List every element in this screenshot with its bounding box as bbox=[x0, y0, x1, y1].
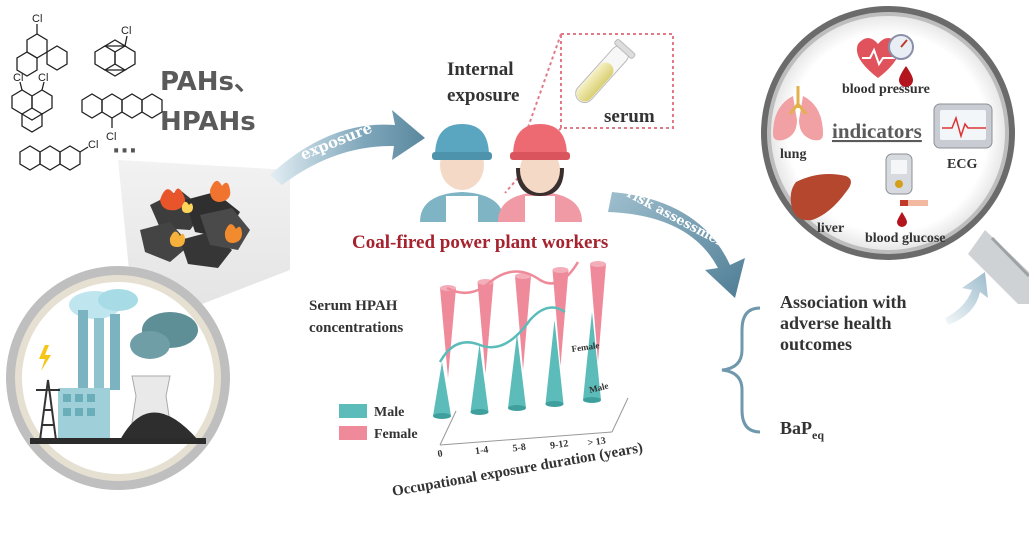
female-cone bbox=[590, 264, 606, 362]
chart-depth-axis bbox=[611, 397, 629, 433]
male-cone-base bbox=[508, 405, 526, 411]
chart-title-line2: concentrations bbox=[309, 320, 403, 336]
chloroanthracene-structure bbox=[19, 145, 89, 171]
female-cone bbox=[440, 288, 456, 378]
x-tick-label: 9-12 bbox=[549, 438, 569, 451]
chlorine-label: Cl bbox=[13, 72, 23, 84]
x-tick-label: > 13 bbox=[587, 436, 607, 449]
chlorine-label: Cl bbox=[88, 139, 98, 151]
x-tick-label: 0 bbox=[437, 448, 443, 460]
female-worker-icon bbox=[498, 124, 582, 222]
association-line1: Association with bbox=[780, 292, 907, 312]
risk-assessment-arrow: risk assessment bbox=[608, 186, 745, 298]
liver-icon bbox=[790, 174, 851, 221]
chart-left-axis bbox=[439, 410, 457, 446]
lung-label: lung bbox=[780, 147, 806, 162]
chlorine-label: Cl bbox=[32, 13, 42, 25]
male-cone-base bbox=[433, 413, 451, 419]
chart-x-axis bbox=[439, 431, 613, 446]
female-cone bbox=[515, 276, 531, 370]
association-line2: adverse health bbox=[780, 313, 892, 333]
depth-label-female: Female bbox=[571, 340, 600, 354]
male-cone-base bbox=[470, 409, 489, 415]
ecg-label: ECG bbox=[947, 157, 977, 172]
legend-swatch-female bbox=[339, 426, 367, 440]
female-trend-line bbox=[446, 261, 580, 295]
outcomes-brace bbox=[721, 306, 761, 434]
blood-drop-icon bbox=[899, 66, 913, 87]
male-cone bbox=[545, 320, 564, 404]
chlorine-label: Cl bbox=[106, 131, 116, 143]
depth-label-male: Male bbox=[588, 381, 609, 395]
chlorine-label: Cl bbox=[121, 25, 131, 37]
liver-label: liver bbox=[817, 221, 844, 236]
chart-title-line1: Serum HPAH bbox=[309, 298, 398, 314]
indicators-title: indicators bbox=[832, 119, 922, 143]
internal-exposure-line1: Internal bbox=[447, 59, 514, 80]
chart-legend: Male Female bbox=[339, 404, 418, 442]
exposure-arrow: exposure bbox=[270, 110, 425, 185]
lungs-icon bbox=[773, 86, 823, 141]
chlorine-label: Cl bbox=[38, 72, 48, 84]
female-cone bbox=[477, 282, 494, 374]
chemical-structures bbox=[11, 24, 163, 171]
link-arrow bbox=[945, 272, 988, 325]
hpahs-title: HPAHs bbox=[160, 107, 256, 137]
male-cone bbox=[583, 312, 601, 400]
chloropyrene-structure bbox=[94, 35, 136, 77]
female-cone bbox=[552, 270, 569, 366]
blood-pressure-label: blood pressure bbox=[842, 82, 930, 97]
association-line3: outcomes bbox=[780, 334, 852, 354]
male-cone bbox=[433, 362, 451, 416]
dichlorophenanthrene-structure bbox=[11, 81, 53, 133]
bap-eq-label: BaPeq bbox=[780, 418, 824, 442]
pahs-title: PAHs、 bbox=[160, 67, 260, 97]
more-compounds-ellipsis: ··· bbox=[112, 139, 137, 164]
internal-exposure-line2: exposure bbox=[447, 85, 519, 106]
male-worker-icon bbox=[420, 124, 504, 222]
test-tube-icon bbox=[575, 38, 636, 104]
workers-caption: Coal-fired power plant workers bbox=[352, 232, 608, 253]
burning-coal-icon bbox=[140, 180, 250, 268]
male-trend-line bbox=[438, 306, 566, 363]
chlorophenanthrene-structure bbox=[16, 24, 68, 77]
x-tick-label: 5-8 bbox=[512, 442, 527, 455]
female-cone-cap bbox=[552, 267, 569, 273]
female-cone-cap bbox=[590, 261, 606, 267]
gauge-icon bbox=[888, 34, 914, 60]
legend-label-female: Female bbox=[374, 427, 418, 442]
legend-label-male: Male bbox=[374, 405, 404, 420]
chlorobenzanthracene-structure bbox=[81, 93, 163, 128]
power-plant-illustration bbox=[6, 266, 230, 490]
male-cone bbox=[508, 334, 526, 408]
male-cone bbox=[470, 344, 489, 412]
bap-main: BaP bbox=[780, 418, 812, 438]
blood-glucose-label: blood glucose bbox=[865, 231, 946, 246]
glucose-meter-icon bbox=[885, 153, 928, 227]
chlorine-labels: Cl Cl Cl Cl Cl Cl bbox=[13, 13, 131, 151]
serum-label: serum bbox=[604, 106, 655, 127]
male-cone-base bbox=[583, 397, 601, 403]
legend-swatch-male bbox=[339, 404, 367, 418]
male-cone-base bbox=[545, 401, 564, 407]
risk-assessment-label: risk assessment bbox=[624, 186, 734, 254]
ecg-monitor-icon bbox=[933, 103, 993, 149]
x-tick-label: 1-4 bbox=[474, 444, 489, 457]
bap-subscript: eq bbox=[812, 428, 824, 442]
